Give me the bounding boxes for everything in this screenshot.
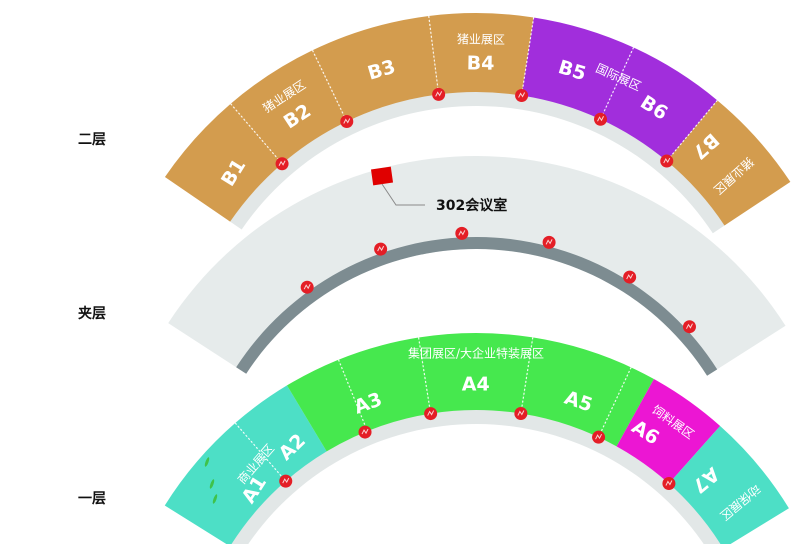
zone-b3[interactable] [312,15,439,122]
booth-marker-icon[interactable] [275,157,289,171]
plant-icon [204,457,210,467]
booth-marker-icon[interactable] [592,430,606,444]
zone-a4[interactable] [418,333,533,414]
booth-marker-icon[interactable] [424,407,438,421]
zone-a3[interactable] [286,337,431,452]
booth-marker-icon[interactable] [660,154,674,168]
zone-divider [311,50,348,122]
zone-divider [520,337,534,414]
zone-b6[interactable] [600,47,718,162]
booth-marker-icon[interactable] [358,425,372,439]
booth-marker-icon[interactable] [662,476,676,490]
floor-label-1f: 一层 [78,491,106,507]
zone-divider [417,337,432,414]
zone-b5[interactable] [521,17,634,120]
zone-divider [520,17,535,96]
booth-marker-icon[interactable] [455,226,469,240]
mezzanine-area [168,156,786,376]
zone-divider [599,47,635,120]
zone-b4[interactable] [428,12,534,96]
zone-b7[interactable] [666,100,791,226]
zone-divider [234,422,287,482]
booth-marker-icon[interactable] [542,235,556,249]
zone-a5[interactable] [520,337,654,447]
booth-marker-icon[interactable] [340,114,354,128]
booth-marker-icon[interactable] [514,406,528,420]
zone-code: A4 [462,373,490,395]
zone-a7[interactable] [668,425,789,544]
meeting-room-302-icon[interactable] [370,166,394,186]
booth-marker-icon[interactable] [623,270,637,284]
zone-a6[interactable] [616,379,721,484]
plant-icon [209,479,215,489]
floor-label-mezzanine: 夹层 [78,306,106,322]
zone-title: 猪业展区 [457,32,505,47]
zone-divider [230,103,283,165]
booth-marker-icon[interactable] [682,320,696,334]
zone-divider [337,359,368,432]
zone-a1[interactable] [164,423,286,544]
room-leader-line [381,183,425,206]
zone-divider [598,367,632,438]
zone-b2[interactable] [230,50,347,164]
floor-label-2f: 二层 [78,132,106,148]
zone-b1[interactable] [164,103,283,222]
booth-marker-icon[interactable] [279,474,293,488]
group-label: 集团展区/大企业特装展区 [408,346,544,361]
zone-divider [666,99,718,162]
booth-marker-icon[interactable] [432,87,446,101]
mezzanine-hall: 302会议室 [168,156,786,376]
booth-marker-icon[interactable] [374,242,388,256]
plant-icon [212,494,218,504]
zone-divider [428,15,440,95]
floor2-corridor [228,89,727,234]
booth-marker-icon[interactable] [594,112,608,126]
meeting-room-label: 302会议室 [436,197,507,214]
booth-marker-icon[interactable] [300,280,314,294]
zone-code: B4 [467,52,495,74]
zone-a2[interactable] [235,385,327,482]
booth-marker-icon[interactable] [515,89,529,103]
mezzanine-walkway [236,236,718,376]
